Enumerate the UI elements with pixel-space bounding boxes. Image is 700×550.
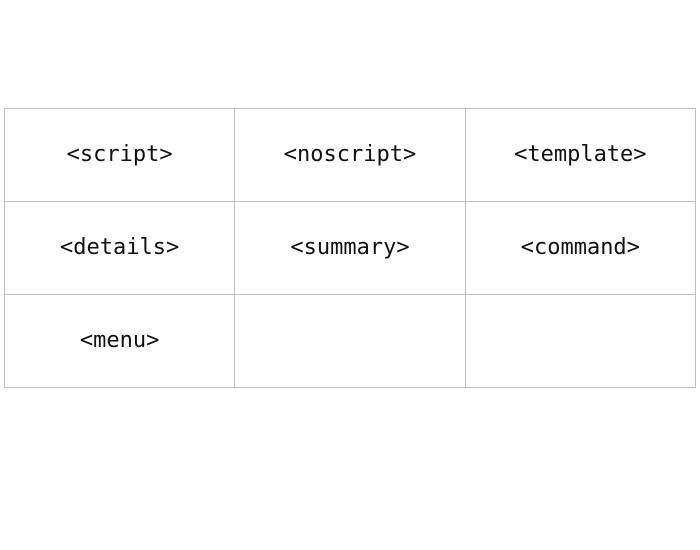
table-cell-empty[interactable]	[464, 294, 697, 388]
cell-label: <noscript>	[283, 141, 417, 167]
table-cell[interactable]: <summary>	[234, 201, 466, 295]
cell-label: <template>	[514, 141, 647, 167]
table-cell-empty[interactable]	[234, 294, 466, 388]
table-body: <script> <noscript> <template> <details>…	[3, 108, 697, 388]
table-cell[interactable]: <menu>	[3, 294, 236, 388]
html-elements-table: <script> <noscript> <template> <details>…	[3, 108, 697, 388]
table-cell[interactable]: <template>	[464, 108, 697, 202]
table-cell[interactable]: <command>	[464, 201, 697, 295]
table-row: <menu>	[3, 294, 697, 388]
cell-label: <summary>	[290, 234, 410, 260]
table-cell[interactable]: <details>	[3, 201, 236, 295]
table-cell[interactable]: <script>	[3, 108, 236, 202]
cell-label: <menu>	[79, 327, 160, 353]
cell-label: <command>	[520, 234, 640, 260]
table-container: <script> <noscript> <template> <details>…	[0, 108, 700, 388]
table-cell[interactable]: <noscript>	[234, 108, 466, 202]
top-spacer	[0, 0, 700, 108]
cell-label: <details>	[60, 234, 180, 260]
table-row: <script> <noscript> <template>	[3, 108, 697, 202]
cell-label: <script>	[66, 141, 173, 167]
table-row: <details> <summary> <command>	[3, 201, 697, 295]
